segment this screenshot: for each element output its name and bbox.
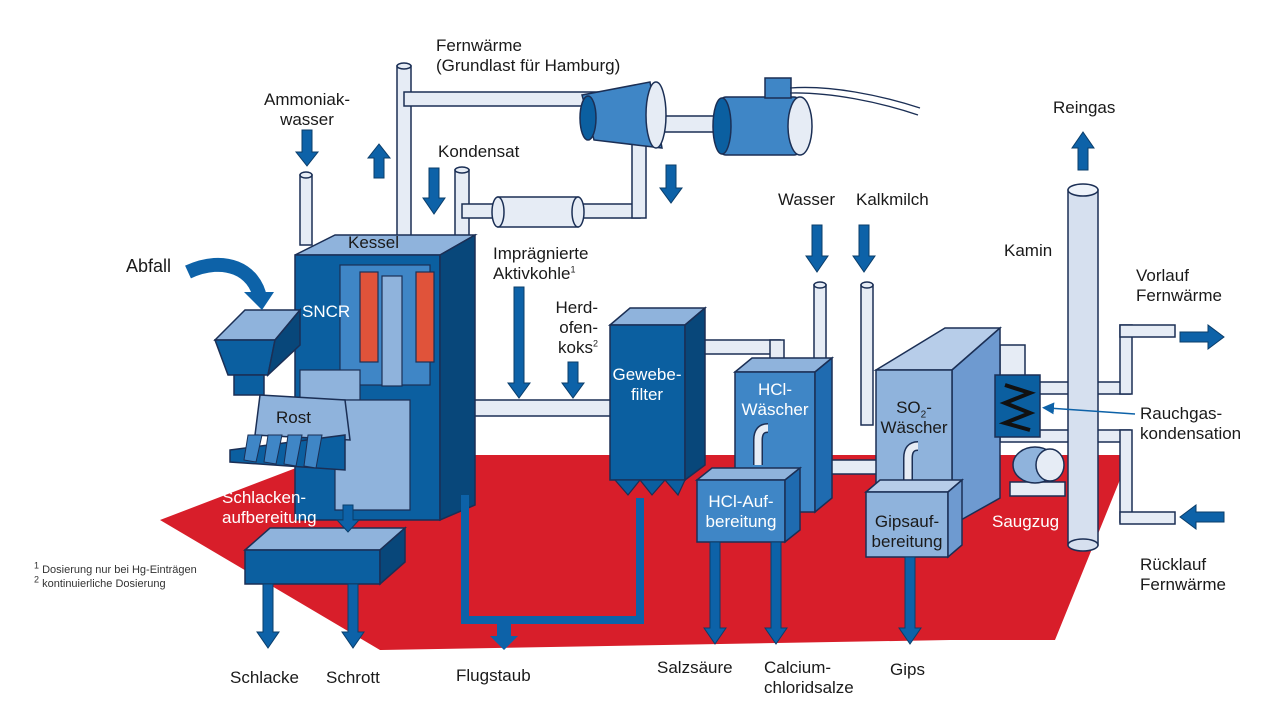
- footnote-1-text: Dosierung nur bei Hg-Einträgen: [42, 564, 197, 576]
- induced-draft-fan: [1012, 446, 1065, 484]
- label-rost: Rost: [276, 408, 311, 427]
- label-so2-text: SO: [896, 398, 921, 417]
- pipes: [299, 65, 1176, 525]
- label-fernwaerme-line2: (Grundlast für Hamburg): [436, 56, 621, 75]
- label-so2-subscript: 2: [920, 409, 927, 421]
- label-hcl-waescher-line1: HCl-: [758, 380, 792, 399]
- label-schlackenaufbereitung: Schlacken- aufbereitung: [222, 488, 317, 528]
- label-herdofenkoks-line3: koks: [558, 338, 593, 357]
- label-rauchgas-line1: Rauchgas-: [1140, 404, 1223, 423]
- label-hcl-aufbereitung: HCl-Auf- bereitung: [695, 492, 787, 532]
- footnote-2-text: kontinuierliche Dosierung: [42, 578, 166, 590]
- pipe-caps: [299, 62, 874, 289]
- label-ruecklauf-line1: Rücklauf: [1140, 555, 1207, 574]
- label-fernwaerme-line1: Fernwärme: [436, 36, 522, 55]
- footnote-mark-1: 1: [570, 264, 576, 275]
- label-so2-waescher: SO2- Wäscher: [874, 398, 954, 438]
- footnote-2: 2 kontinuierliche Dosierung: [34, 574, 166, 591]
- footnote-mark-2: 2: [592, 338, 598, 349]
- label-sncr: SNCR: [302, 302, 351, 321]
- label-calciumchloridsalze: Calcium- chloridsalze: [764, 658, 854, 698]
- label-so2-hyphen: -: [926, 398, 932, 417]
- generator-motor: [712, 77, 921, 156]
- grate: [229, 394, 351, 471]
- label-ruecklauf-line2: Fernwärme: [1140, 575, 1226, 594]
- label-herdofenkoks-line2: ofen-: [559, 318, 598, 337]
- label-calcium-line2: chloridsalze: [764, 678, 854, 697]
- label-ammoniakwasser: Ammoniak- wasser: [252, 90, 362, 130]
- boiler: [294, 233, 478, 522]
- label-rauchgaskondensation: Rauchgas- kondensation: [1140, 404, 1241, 444]
- label-reingas: Reingas: [1053, 98, 1116, 117]
- label-flugstaub: Flugstaub: [456, 666, 531, 685]
- so2-scrubber: [873, 326, 1002, 527]
- label-schlacken-line2: aufbereitung: [222, 508, 317, 527]
- chimney: [1067, 183, 1099, 552]
- label-hcl-waescher-line2: Wäscher: [741, 400, 809, 419]
- label-calcium-line1: Calcium-: [764, 658, 832, 677]
- label-abfall: Abfall: [126, 256, 172, 276]
- label-gipsaufbereitung-line2: bereitung: [871, 532, 943, 551]
- fabric-filter: [607, 306, 708, 497]
- label-impraegnierte-line2: Aktivkohle: [493, 264, 571, 283]
- waste-input-arrow: [185, 257, 267, 300]
- label-so2-waescher-line2: Wäscher: [880, 418, 948, 437]
- label-ammoniakwasser-line2: wasser: [280, 110, 334, 129]
- label-gewebefilter: Gewebe- filter: [604, 365, 690, 405]
- label-hcl-aufbereitung-line1: HCl-Auf-: [708, 492, 774, 511]
- label-vorlauf: Vorlauf Fernwärme: [1136, 266, 1222, 306]
- label-gewebefilter-line2: filter: [630, 385, 664, 404]
- label-hcl-aufbereitung-line2: bereitung: [705, 512, 777, 531]
- label-schlacken-line1: Schlacken-: [222, 488, 307, 507]
- label-hcl-waescher: HCl- Wäscher: [730, 380, 820, 420]
- gypsum-treatment-box: [863, 478, 965, 559]
- label-kondensat: Kondensat: [438, 142, 520, 161]
- label-herdofenkoks-line1: Herd-: [555, 298, 598, 317]
- label-gipsaufbereitung-line1: Gipsauf-: [874, 512, 940, 531]
- turbine: [579, 81, 667, 149]
- flue-gas-condensation-arrow: [1042, 402, 1136, 415]
- waste-input-arrowhead: [244, 292, 274, 310]
- label-impraegnierte-aktivkohle: Imprägnierte Aktivkohle1: [493, 244, 588, 284]
- hcl-treatment-box: [694, 466, 803, 544]
- label-kessel: Kessel: [348, 233, 400, 252]
- label-fernwaerme-top: Fernwärme (Grundlast für Hamburg): [436, 36, 620, 76]
- waste-hopper: [213, 307, 302, 396]
- fly-ash-line: [461, 495, 644, 624]
- label-salzsaeure: Salzsäure: [657, 658, 733, 677]
- condenser: [491, 196, 585, 228]
- slag-treatment-box: [243, 526, 407, 586]
- label-ruecklauf: Rücklauf Fernwärme: [1140, 555, 1226, 595]
- label-schrott: Schrott: [326, 668, 380, 687]
- label-kamin: Kamin: [1004, 241, 1053, 260]
- heat-exchanger: [994, 374, 1041, 438]
- label-schlacke: Schlacke: [230, 668, 299, 687]
- label-wasser: Wasser: [778, 190, 835, 209]
- footnote-1-mark: 1: [34, 560, 40, 571]
- label-vorlauf-line2: Fernwärme: [1136, 286, 1222, 305]
- label-gips: Gips: [890, 660, 925, 679]
- fly-ash-arrow: [490, 620, 518, 650]
- label-gipsaufbereitung: Gipsauf- bereitung: [862, 512, 952, 552]
- footnote-1: 1 Dosierung nur bei Hg-Einträgen: [34, 560, 197, 577]
- label-kalkmilch: Kalkmilch: [856, 190, 929, 209]
- footnote-2-mark: 2: [34, 574, 40, 585]
- label-impraegnierte-line1: Imprägnierte: [493, 244, 589, 263]
- label-saugzug: Saugzug: [992, 512, 1060, 531]
- label-ammoniakwasser-line1: Ammoniak-: [264, 90, 350, 109]
- label-herdofenkoks: Herd- ofen- koks2: [540, 298, 598, 358]
- label-vorlauf-line1: Vorlauf: [1136, 266, 1189, 285]
- label-rauchgas-line2: kondensation: [1140, 424, 1242, 443]
- label-gewebefilter-line1: Gewebe-: [612, 365, 682, 384]
- flow-arrows: [256, 129, 1225, 649]
